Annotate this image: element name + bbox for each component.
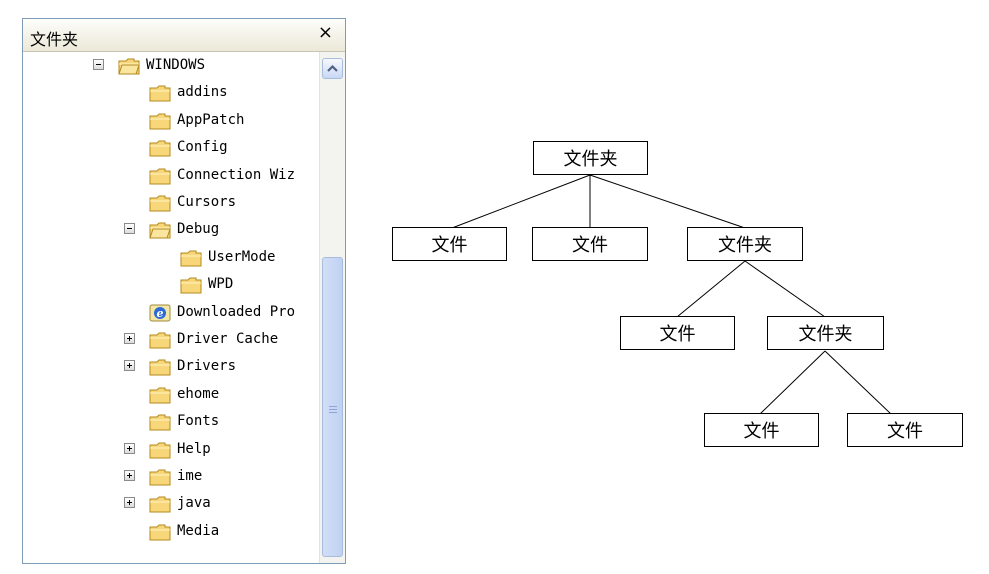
tree-row[interactable]: e Downloaded Pro	[23, 301, 319, 325]
tree-item-label: java	[177, 495, 211, 512]
tree-row[interactable]: Cursors	[23, 191, 319, 215]
chevron-up-icon	[327, 64, 338, 72]
folder-icon	[149, 358, 171, 376]
expand-icon[interactable]	[124, 497, 135, 509]
expand-icon[interactable]	[124, 333, 135, 344]
folder-icon	[149, 495, 171, 513]
folder-icon	[149, 84, 171, 102]
close-icon[interactable]: ×	[317, 22, 333, 43]
tree-item-label: Help	[177, 440, 211, 457]
svg-text:e: e	[157, 307, 164, 320]
hierarchy-diagram: 文件夹 文件 文件 文件夹 文件 文件夹 文件 文件	[380, 120, 980, 460]
tree-item-label: Media	[177, 522, 220, 539]
collapse-icon[interactable]	[124, 223, 135, 235]
folder-icon	[180, 249, 202, 267]
tree-item-label: WPD	[208, 276, 234, 293]
tree-row[interactable]: java	[23, 492, 319, 516]
folder-icon	[149, 139, 171, 157]
ie-icon: e	[149, 304, 171, 322]
pane-title: 文件夹	[30, 30, 79, 49]
tree-item-label: UserMode	[208, 248, 276, 265]
folder-icon	[149, 386, 171, 404]
node-file: 文件	[392, 227, 507, 261]
scroll-thumb[interactable]	[322, 257, 343, 557]
folder-icon	[149, 194, 171, 212]
folder-icon	[149, 468, 171, 486]
tree-row[interactable]: WINDOWS	[23, 54, 319, 78]
node-folder: 文件夹	[687, 227, 803, 261]
folder-icon	[149, 167, 171, 185]
tree-item-label: addins	[177, 84, 228, 101]
node-root-folder: 文件夹	[533, 141, 648, 175]
tree-row[interactable]: ehome	[23, 383, 319, 407]
tree-item-label: Connection Wiz	[177, 166, 296, 183]
tree-item-label: Downloaded Pro	[177, 303, 296, 320]
diagram-connectors	[451, 174, 892, 415]
thumb-grip	[329, 412, 337, 413]
tree-item-label: Debug	[177, 221, 220, 238]
tree-item-label: Fonts	[177, 413, 220, 430]
node-file: 文件	[620, 316, 735, 350]
tree-item-label: AppPatch	[177, 111, 245, 128]
tree-row[interactable]: ime	[23, 465, 319, 489]
tree-row[interactable]: addins	[23, 81, 319, 105]
folder-open-icon	[118, 57, 140, 75]
vertical-scrollbar[interactable]	[319, 52, 345, 563]
scroll-up-button[interactable]	[322, 58, 343, 79]
tree-row[interactable]: Driver Cache	[23, 328, 319, 352]
collapse-icon[interactable]	[93, 59, 104, 70]
tree-row[interactable]: UserMode	[23, 246, 319, 270]
folder-open-icon	[149, 221, 171, 239]
tree-row[interactable]: Config	[23, 136, 319, 160]
expand-icon[interactable]	[124, 442, 135, 454]
tree-row[interactable]: WPD	[23, 273, 319, 297]
tree-row[interactable]: Help	[23, 438, 319, 462]
expand-icon[interactable]	[124, 360, 135, 372]
tree-item-label: Drivers	[177, 358, 237, 375]
node-file: 文件	[847, 413, 963, 447]
tree-item-label: Driver Cache	[177, 331, 279, 347]
tree-row[interactable]: Drivers	[23, 355, 319, 379]
expand-icon[interactable]	[124, 470, 135, 481]
tree-item-label: ime	[177, 468, 203, 484]
tree-item-label: WINDOWS	[146, 57, 206, 73]
tree-item-label: Config	[177, 139, 228, 156]
tree-row[interactable]: Debug	[23, 218, 319, 242]
tree-item-label: Cursors	[177, 194, 237, 210]
thumb-grip	[329, 406, 337, 407]
folder-icon	[149, 441, 171, 459]
folder-icon	[149, 523, 171, 541]
thumb-grip	[329, 409, 337, 410]
folder-icon	[149, 331, 171, 349]
tree-row[interactable]: Media	[23, 520, 319, 544]
node-file: 文件	[704, 413, 819, 447]
tree-row[interactable]: Fonts	[23, 410, 319, 434]
tree-item-label: ehome	[177, 385, 220, 402]
node-folder: 文件夹	[767, 316, 884, 350]
folder-icon	[149, 112, 171, 130]
node-file: 文件	[532, 227, 648, 261]
pane-header: 文件夹 ×	[23, 19, 345, 52]
folder-icon	[149, 413, 171, 431]
folder-icon	[180, 276, 202, 294]
tree-row[interactable]: Connection Wiz	[23, 164, 319, 188]
tree-row[interactable]: AppPatch	[23, 109, 319, 133]
